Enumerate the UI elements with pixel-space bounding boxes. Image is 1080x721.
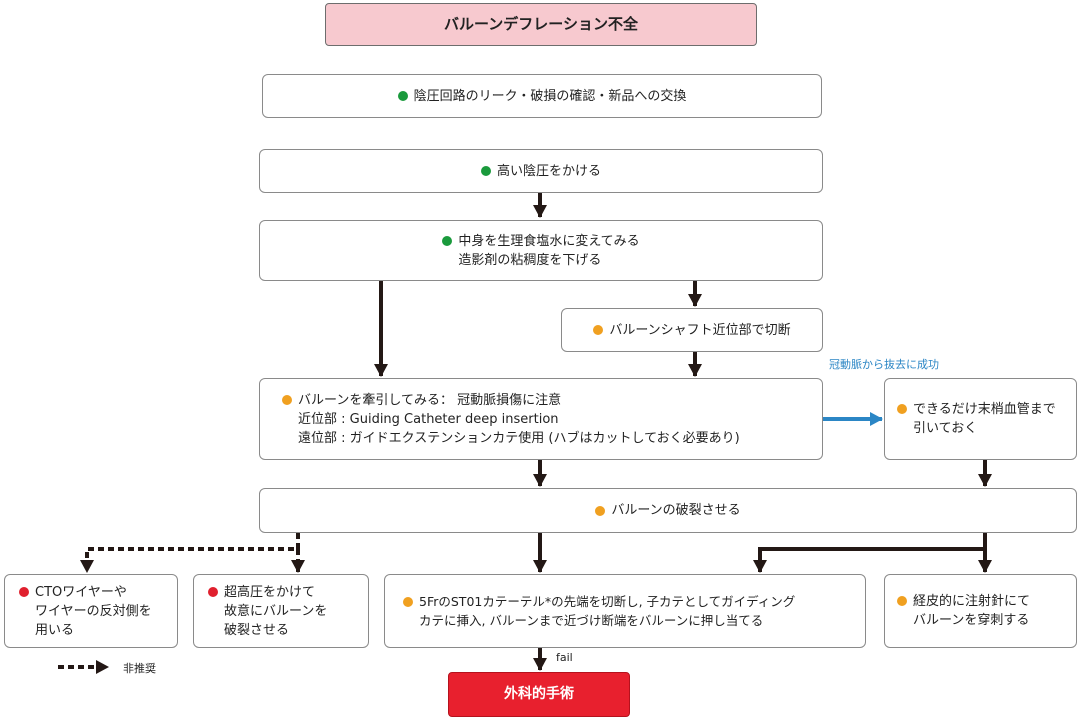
pull-line2: 引いておく: [913, 421, 978, 436]
check-leak-text: 陰圧回路のリーク・破損の確認・新品への交換: [413, 88, 687, 104]
cto-line1: CTOワイヤーや: [35, 584, 127, 600]
title-box: バルーンデフレーション不全: [325, 3, 757, 46]
surgery-text: 外科的手術: [504, 686, 574, 702]
traction-line2: 近位部 : Guiding Catheter deep insertion: [298, 411, 559, 427]
orange-dot-icon: [897, 404, 907, 414]
traction-line1: バルーンを牽引してみる： 冠動脈損傷に注意: [298, 392, 562, 408]
orange-dot-icon: [897, 596, 907, 606]
red-dot-icon: [19, 586, 29, 597]
puncture-line2: バルーンを穿刺する: [913, 613, 1030, 628]
orange-dot-icon: [593, 325, 604, 335]
rupture-text: バルーンの破裂させる: [611, 503, 741, 518]
saline-line2: 造影剤の粘稠度を下げる: [458, 252, 602, 268]
arrow-branch-to-st01-right: [753, 547, 985, 573]
orange-dot-icon: [403, 597, 413, 607]
traction-line3: 遠位部 : ガイドエクステンションカテ使用 (ハブはカットしておく必要あり): [298, 430, 740, 446]
st01-line2: カテに挿入, バルーンまで近づけ断端をバルーンに押し当てる: [419, 613, 764, 628]
fail-label: fail: [556, 651, 573, 664]
title-text: バルーンデフレーション不全: [444, 15, 638, 33]
high-pressure-box: 超高圧をかけて 故意にバルーンを 破裂させる: [193, 574, 369, 648]
hp-line2: 故意にバルーンを: [224, 603, 328, 619]
pull-line1: できるだけ末梢血管まで: [913, 402, 1056, 417]
traction-box: バルーンを牽引してみる： 冠動脈損傷に注意 近位部 : Guiding Cath…: [259, 378, 823, 460]
high-negative-text: 高い陰圧をかける: [496, 163, 601, 179]
surgery-box: 外科的手術: [448, 672, 630, 717]
rupture-box: バルーンの破裂させる: [259, 488, 1077, 533]
high-negative-pressure-box: 高い陰圧をかける: [259, 149, 823, 193]
cto-line3: 用いる: [35, 622, 75, 638]
puncture-line1: 経皮的に注射針にて: [913, 594, 1031, 609]
green-dot-icon: [442, 235, 453, 246]
cto-wire-box: CTOワイヤーや ワイヤーの反対側を 用いる: [4, 574, 178, 648]
not-recommended-label: 非推奨: [123, 662, 156, 675]
st01-line1: 5FrのST01カテーテル*の先端を切断し, 子カテとしてガイディング: [419, 594, 796, 609]
st01-catheter-box: 5FrのST01カテーテル*の先端を切断し, 子カテとしてガイディング カテに挿…: [384, 574, 866, 648]
green-dot-icon: [480, 166, 491, 176]
cut-shaft-text: バルーンシャフト近位部で切断: [609, 322, 791, 338]
arrow-dotted-to-cto: [80, 533, 300, 573]
check-leak-box: 陰圧回路のリーク・破損の確認・新品への交換: [262, 74, 822, 118]
saline-box: 中身を生理食塩水に変えてみる 造影剤の粘稠度を下げる: [259, 220, 823, 281]
puncture-box: 経皮的に注射針にて バルーンを穿刺する: [884, 574, 1077, 648]
green-dot-icon: [397, 91, 408, 101]
orange-dot-icon: [595, 505, 606, 516]
success-label: 冠動脈から抜去に成功: [829, 358, 939, 371]
pull-peripheral-box: できるだけ末梢血管まで 引いておく: [884, 378, 1077, 460]
cut-shaft-box: バルーンシャフト近位部で切断: [561, 308, 823, 352]
orange-dot-icon: [282, 394, 292, 405]
hp-line3: 破裂させる: [224, 622, 290, 638]
cto-line2: ワイヤーの反対側を: [35, 603, 152, 619]
red-dot-icon: [208, 586, 218, 597]
saline-line1: 中身を生理食塩水に変えてみる: [458, 233, 640, 249]
hp-line1: 超高圧をかけて: [224, 584, 316, 600]
